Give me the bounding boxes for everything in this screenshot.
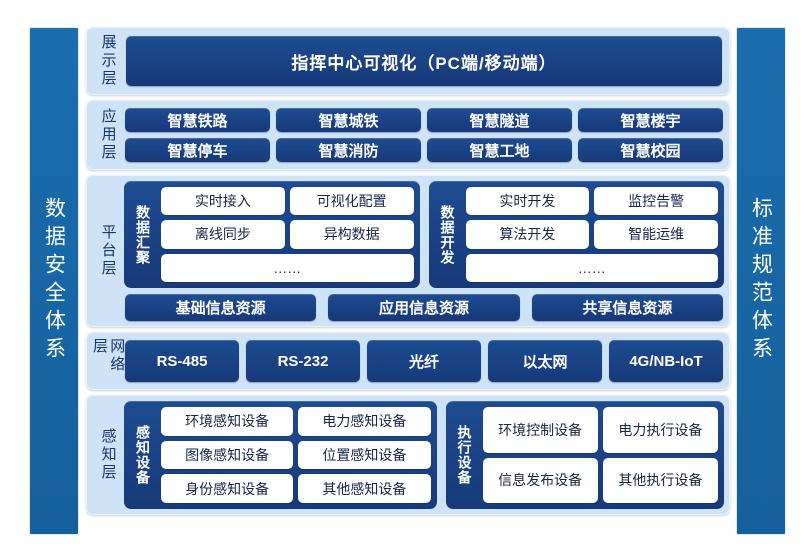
group-data-aggregation: 数据汇聚 实时接入 可视化配置 离线同步 异构数据 …… [124, 181, 420, 288]
layer-label-perception-text: 感知层 [99, 428, 117, 482]
group-label-data-development: 数据开发 [435, 187, 461, 282]
group-label-execution-devices-text: 执行设备 [456, 425, 473, 485]
app-item-smart-firefighting[interactable]: 智慧消防 [276, 138, 421, 162]
layer-body-application: 智慧铁路 智慧城铁 智慧隧道 智慧楼宇 智慧停车 智慧消防 智慧工地 智慧校园 [124, 106, 724, 164]
sensing-item-environment[interactable]: 环境感知设备 [161, 407, 294, 436]
resource-basic-information[interactable]: 基础信息资源 [125, 294, 317, 321]
app-item-smart-construction-site[interactable]: 智慧工地 [427, 138, 572, 162]
layer-label-application-text: 应用层 [99, 108, 117, 162]
resource-application-information[interactable]: 应用信息资源 [328, 294, 520, 321]
layer-display: 展示层 指挥中心可视化（PC端/移动端） [86, 27, 730, 95]
platform-item-visual-config[interactable]: 可视化配置 [289, 187, 414, 216]
platform-item-realtime-ingest[interactable]: 实时接入 [161, 187, 285, 216]
network-item-rs485[interactable]: RS-485 [125, 340, 239, 382]
group-data-development: 数据开发 实时开发 监控告警 算法开发 智能运维 …… [428, 181, 724, 288]
layer-label-display: 展示层 [92, 33, 124, 89]
sensing-item-identity[interactable]: 身份感知设备 [161, 474, 294, 503]
layer-network: 网络层 RS-485 RS-232 光纤 以太网 4G/NB-IoT [86, 332, 730, 390]
group-label-sensing-devices-text: 感知设备 [135, 425, 151, 485]
network-item-rs232[interactable]: RS-232 [246, 340, 360, 382]
group-label-execution-devices: 执行设备 [452, 407, 478, 503]
platform-item-realtime-development[interactable]: 实时开发 [465, 187, 590, 216]
execution-item-info-publish[interactable]: 信息发布设备 [482, 457, 598, 503]
app-item-smart-building[interactable]: 智慧楼宇 [578, 108, 723, 132]
network-item-4g-nbiot[interactable]: 4G/NB-IoT [609, 340, 723, 382]
display-command-center-box[interactable]: 指挥中心可视化（PC端/移动端） [126, 36, 722, 86]
resource-shared-information[interactable]: 共享信息资源 [531, 294, 723, 321]
layer-label-network: 网络层 [91, 338, 126, 384]
group-sensing-devices: 感知设备 环境感知设备 电力感知设备 图像感知设备 位置感知设备 身份感知设备 … [124, 401, 437, 509]
group-label-sensing-devices: 感知设备 [130, 407, 156, 503]
group-items-data-aggregation: 实时接入 可视化配置 离线同步 异构数据 …… [161, 187, 414, 282]
sensing-item-location[interactable]: 位置感知设备 [298, 440, 431, 470]
app-item-smart-tunnel[interactable]: 智慧隧道 [427, 108, 572, 132]
layer-label-network-text: 网络层 [91, 338, 126, 374]
layer-body-network: RS-485 RS-232 光纤 以太网 4G/NB-IoT [124, 338, 724, 384]
layer-label-display-text: 展示层 [99, 34, 117, 88]
perception-groups: 感知设备 环境感知设备 电力感知设备 图像感知设备 位置感知设备 身份感知设备 … [124, 401, 724, 509]
layer-body-perception: 感知设备 环境感知设备 电力感知设备 图像感知设备 位置感知设备 身份感知设备 … [124, 401, 724, 509]
side-bar-data-security: 数据安全体系 [29, 27, 79, 535]
group-items-sensing-devices: 环境感知设备 电力感知设备 图像感知设备 位置感知设备 身份感知设备 其他感知设… [161, 407, 431, 503]
platform-item-intelligent-ops[interactable]: 智能运维 [594, 220, 718, 249]
side-bar-right-label: 标准规范体系 [749, 197, 773, 365]
group-label-data-aggregation: 数据汇聚 [130, 187, 156, 282]
layer-label-perception: 感知层 [92, 401, 124, 509]
network-item-ethernet[interactable]: 以太网 [488, 340, 602, 382]
network-grid: RS-485 RS-232 光纤 以太网 4G/NB-IoT [124, 338, 724, 384]
side-bar-left-label: 数据安全体系 [42, 197, 66, 365]
app-item-smart-campus[interactable]: 智慧校园 [578, 138, 723, 162]
group-items-data-development: 实时开发 监控告警 算法开发 智能运维 …… [465, 187, 718, 282]
platform-item-monitoring-alarm[interactable]: 监控告警 [594, 187, 718, 216]
app-item-smart-railway[interactable]: 智慧铁路 [125, 108, 270, 132]
group-execution-devices: 执行设备 环境控制设备 电力执行设备 信息发布设备 其他执行设备 [445, 401, 724, 509]
layer-body-display: 指挥中心可视化（PC端/移动端） [124, 33, 724, 89]
platform-item-aggregation-more[interactable]: …… [161, 253, 414, 282]
execution-item-environment-control[interactable]: 环境控制设备 [482, 407, 598, 453]
group-items-execution-devices: 环境控制设备 电力执行设备 信息发布设备 其他执行设备 [482, 407, 718, 503]
sensing-item-power[interactable]: 电力感知设备 [298, 407, 431, 436]
platform-item-offline-sync[interactable]: 离线同步 [161, 220, 285, 249]
platform-item-development-more[interactable]: …… [465, 253, 718, 282]
execution-item-power[interactable]: 电力执行设备 [602, 407, 718, 453]
sensing-item-image[interactable]: 图像感知设备 [161, 440, 294, 470]
group-label-data-development-text: 数据开发 [439, 204, 456, 265]
layer-perception: 感知层 感知设备 环境感知设备 电力感知设备 图像感知设备 位置感知设备 [86, 395, 730, 515]
layer-platform: 平台层 数据汇聚 实时接入 可视化配置 离线同步 异构数据 [86, 175, 730, 327]
layer-label-application: 应用层 [92, 106, 124, 164]
app-item-smart-parking[interactable]: 智慧停车 [125, 138, 270, 162]
group-label-data-aggregation-text: 数据汇聚 [135, 204, 151, 265]
layer-label-platform: 平台层 [92, 181, 124, 321]
layer-label-platform-text: 平台层 [99, 224, 117, 278]
layer-stack: 展示层 指挥中心可视化（PC端/移动端） 应用层 智慧铁路 智慧城铁 智慧隧道 … [86, 27, 730, 535]
side-bar-standards: 标准规范体系 [736, 27, 786, 535]
network-item-fiber[interactable]: 光纤 [367, 340, 481, 382]
layer-body-platform: 数据汇聚 实时接入 可视化配置 离线同步 异构数据 …… 数 [124, 181, 724, 321]
platform-item-algorithm-development[interactable]: 算法开发 [465, 220, 590, 249]
app-item-smart-metro[interactable]: 智慧城铁 [276, 108, 421, 132]
platform-groups: 数据汇聚 实时接入 可视化配置 离线同步 异构数据 …… 数 [124, 181, 724, 288]
platform-resources: 基础信息资源 应用信息资源 共享信息资源 [124, 294, 724, 321]
layer-application: 应用层 智慧铁路 智慧城铁 智慧隧道 智慧楼宇 智慧停车 智慧消防 智慧工地 智… [86, 100, 730, 170]
execution-item-other[interactable]: 其他执行设备 [602, 457, 718, 503]
sensing-item-other[interactable]: 其他感知设备 [298, 474, 431, 503]
application-grid: 智慧铁路 智慧城铁 智慧隧道 智慧楼宇 智慧停车 智慧消防 智慧工地 智慧校园 [124, 106, 724, 164]
platform-item-heterogeneous-data[interactable]: 异构数据 [289, 220, 414, 249]
